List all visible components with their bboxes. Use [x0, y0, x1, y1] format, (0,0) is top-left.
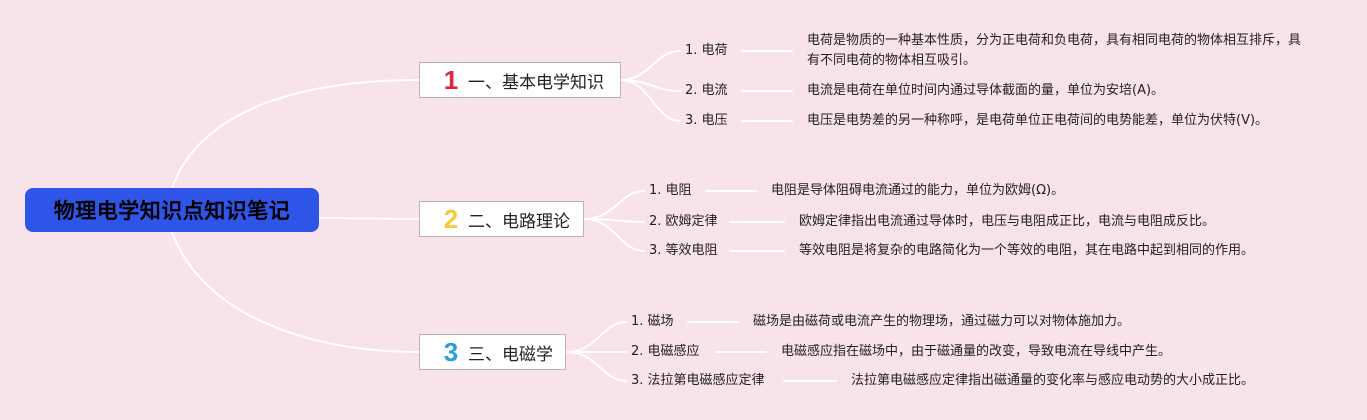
link-root-branch-3 [171, 231, 420, 353]
link-b2-s1 [583, 190, 645, 220]
link-b2-s3 [583, 218, 645, 252]
sub-node-2-2[interactable]: 2. 欧姆定律 [649, 214, 718, 229]
sub-node-3-2[interactable]: 2. 电磁感应 [631, 344, 700, 359]
link-root-branch-1 [171, 79, 420, 189]
branch-title-1: 一、基本电学知识 [468, 72, 604, 93]
sub-node-3-3[interactable]: 3. 法拉第电磁感应定律 [631, 373, 765, 388]
sub-node-2-1[interactable]: 1. 电阻 [649, 183, 692, 198]
number-badge-2: 2 [443, 204, 459, 234]
sub-node-1-2[interactable]: 2. 电流 [685, 83, 728, 98]
root-node[interactable]: 物理电学知识点知识笔记 [25, 188, 319, 232]
link-b1-s1 [619, 50, 681, 81]
number-badge-3: 3 [443, 337, 459, 367]
sub-node-3-1[interactable]: 1. 磁场 [631, 314, 674, 329]
link-root-branch-2 [318, 217, 420, 220]
sub-node-1-1[interactable]: 1. 电荷 [685, 43, 728, 58]
desc-1-1: 电荷是物质的一种基本性质，分为正电荷和负电荷，具有相同电荷的物体相互排斥，具有不… [807, 33, 1302, 68]
branch-node-3[interactable]: 3 三、电磁学 [419, 334, 566, 370]
branch-title-2: 二、电路理论 [468, 211, 570, 232]
desc-3-3: 法拉第电磁感应定律指出磁通量的变化率与感应电动势的大小成正比。 [851, 373, 1255, 388]
branch-node-2[interactable]: 2 二、电路理论 [419, 201, 584, 237]
link-b1-s3 [619, 79, 681, 122]
branch-title-3: 三、电磁学 [468, 344, 553, 365]
branch-node-1[interactable]: 1 一、基本电学知识 [419, 62, 621, 98]
desc-2-3: 等效电阻是将复杂的电路简化为一个等效的电阻，其在电路中起到相同的作用。 [799, 243, 1255, 258]
link-b3-s1 [565, 321, 627, 353]
desc-2-1: 电阻是导体阻碍电流通过的能力，单位为欧姆(Ω)。 [771, 183, 1065, 198]
link-b3-s3 [565, 351, 627, 382]
sub-node-2-3[interactable]: 3. 等效电阻 [649, 243, 718, 258]
desc-2-2: 欧姆定律指出电流通过导体时，电压与电阻成正比，电流与电阻成反比。 [799, 214, 1216, 229]
number-badge-1: 1 [443, 65, 459, 95]
desc-3-2: 电磁感应指在磁场中，由于磁通量的改变，导致电流在导线中产生。 [781, 344, 1172, 359]
desc-1-3: 电压是电势差的另一种称呼，是电荷单位正电荷间的电势能差，单位为伏特(V)。 [807, 113, 1269, 128]
root-title: 物理电学知识点知识笔记 [53, 199, 291, 223]
desc-3-1: 磁场是由磁荷或电流产生的物理场，通过磁力可以对物体施加力。 [753, 314, 1131, 329]
sub-node-1-3[interactable]: 3. 电压 [685, 113, 728, 128]
desc-1-2: 电流是电荷在单位时间内通过导体截面的量，单位为安培(A)。 [807, 83, 1165, 98]
